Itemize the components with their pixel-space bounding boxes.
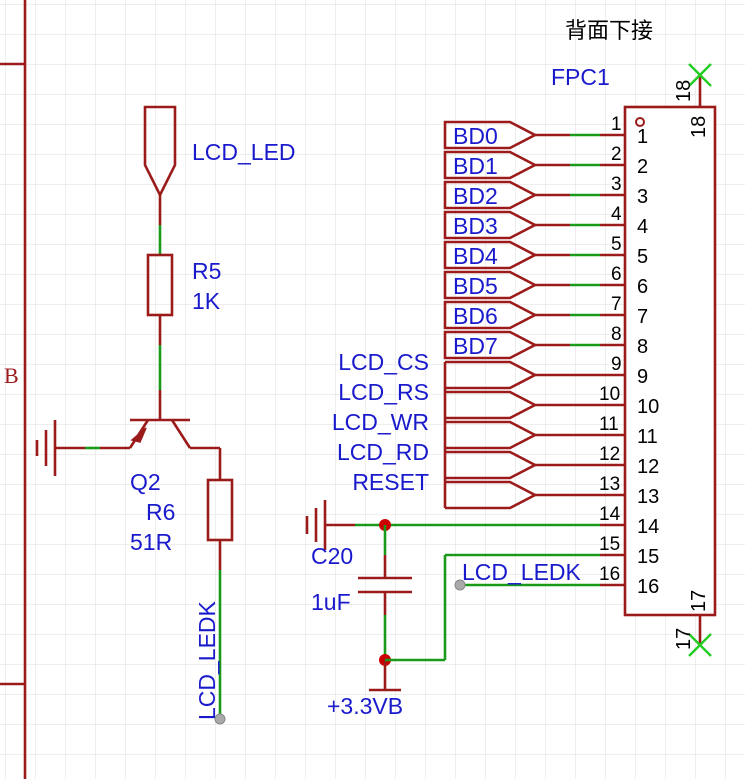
ground-symbol-q2 bbox=[35, 420, 57, 476]
bus-label-bd4: BD4 bbox=[453, 243, 498, 269]
ledk-net-vertical: LCD_LEDK bbox=[194, 600, 220, 720]
pin-4-outer-number: 4 bbox=[611, 204, 622, 225]
pin-1-outer-number: 1 bbox=[611, 114, 622, 135]
r6-value: 51R bbox=[130, 529, 172, 555]
pin-10-inner-number: 10 bbox=[637, 396, 659, 418]
bus-port-bd6: BD6 bbox=[443, 300, 625, 330]
no-connect-pin18 bbox=[688, 63, 712, 87]
pin-3-outer-number: 3 bbox=[611, 174, 622, 195]
pin-2-inner-number: 2 bbox=[637, 156, 648, 178]
pin-9-inner-number: 9 bbox=[637, 366, 648, 388]
bus-port-bd0: BD0 bbox=[443, 120, 625, 150]
pin-5-inner-number: 5 bbox=[637, 246, 648, 268]
pin17-outer-number: 17 bbox=[673, 628, 695, 650]
pin-14-inner-number: 14 bbox=[637, 516, 659, 538]
bus-label-bd7: BD7 bbox=[453, 333, 498, 359]
pin-7-outer-number: 7 bbox=[611, 294, 622, 315]
backlight-circuit: LCD_LED R5 1K Q2 R6 51R bbox=[35, 105, 296, 725]
bus-label-bd0: BD0 bbox=[453, 123, 498, 149]
control-port-lcd_rs: LCD_RS bbox=[338, 379, 625, 420]
pin-12-outer-number: 12 bbox=[599, 444, 620, 465]
pin-1-inner-number: 1 bbox=[637, 126, 648, 148]
bus-port-bd7: BD7 bbox=[443, 330, 625, 360]
ledk-net-horizontal: LCD_LEDK bbox=[462, 559, 582, 585]
net-flag-ledk-left bbox=[214, 713, 226, 725]
control-port-lcd_wr: LCD_WR bbox=[332, 409, 625, 450]
connector-body bbox=[623, 105, 717, 617]
lcd-led-power-port bbox=[143, 105, 177, 198]
no-connect-pin17 bbox=[688, 633, 712, 657]
pin-14-outer-number: 14 bbox=[599, 504, 621, 525]
pin18-outer-number: 18 bbox=[673, 80, 695, 102]
connector-designator: FPC1 bbox=[551, 64, 610, 90]
control-port-lcd_cs: LCD_CS bbox=[338, 349, 625, 390]
pin-11-outer-number: 11 bbox=[599, 414, 619, 435]
control-label-lcd_wr: LCD_WR bbox=[332, 409, 429, 435]
bus-port-bd4: BD4 bbox=[443, 240, 625, 270]
pin-15-inner-number: 15 bbox=[637, 546, 659, 568]
pin-6-outer-number: 6 bbox=[611, 264, 622, 285]
pin17-inner-number: 17 bbox=[688, 590, 710, 612]
c20-value: 1uF bbox=[311, 589, 351, 615]
bus-port-bd1: BD1 bbox=[443, 150, 625, 180]
pin-8-inner-number: 8 bbox=[637, 336, 648, 358]
pin-13-inner-number: 13 bbox=[637, 486, 659, 508]
bus-label-bd2: BD2 bbox=[453, 183, 498, 209]
pin-11-inner-number: 11 bbox=[637, 426, 658, 448]
frame-zone-label: B bbox=[4, 363, 19, 388]
pin-15-outer-number: 15 bbox=[599, 534, 620, 555]
mounting-note: 背面下接 bbox=[565, 19, 653, 44]
bus-label-bd6: BD6 bbox=[453, 303, 498, 329]
transistor-q2 bbox=[55, 418, 220, 450]
control-label-lcd_rs: LCD_RS bbox=[338, 379, 429, 405]
fpc-connector: 背面下接 FPC1 18 18 17 17 112233445566778899… bbox=[551, 19, 717, 657]
pin-5-outer-number: 5 bbox=[611, 234, 622, 255]
pin-10-outer-number: 10 bbox=[599, 384, 620, 405]
control-label-lcd_rd: LCD_RD bbox=[337, 439, 429, 465]
pin-2-outer-number: 2 bbox=[611, 144, 622, 165]
pin-6-inner-number: 6 bbox=[637, 276, 648, 298]
pin1-marker bbox=[635, 117, 645, 127]
pin18-inner-number: 18 bbox=[688, 116, 710, 138]
pin-13-outer-number: 13 bbox=[599, 474, 620, 495]
control-port-reset: RESET bbox=[352, 469, 625, 510]
bus-label-bd1: BD1 bbox=[453, 153, 498, 179]
sheet-frame: B bbox=[0, 0, 27, 779]
pin-12-inner-number: 12 bbox=[637, 456, 659, 478]
r5-ref: R5 bbox=[192, 258, 221, 284]
c20-ref: C20 bbox=[311, 543, 353, 569]
net-flag-ledk-right bbox=[454, 579, 466, 591]
pin-9-outer-number: 9 bbox=[611, 354, 622, 375]
bus-port-bd5: BD5 bbox=[443, 270, 625, 300]
pin-8-outer-number: 8 bbox=[611, 324, 622, 345]
supply-net-label: +3.3VB bbox=[327, 693, 403, 719]
lcd-led-net-label: LCD_LED bbox=[192, 139, 296, 165]
pin-3-inner-number: 3 bbox=[637, 186, 648, 208]
bus-port-bd2: BD2 bbox=[443, 180, 625, 210]
connector-pins: 1122334455667788991010111112121313141415… bbox=[599, 114, 659, 598]
control-port-lcd_rd: LCD_RD bbox=[337, 439, 625, 480]
control-label-reset: RESET bbox=[352, 469, 429, 495]
control-label-lcd_cs: LCD_CS bbox=[338, 349, 429, 375]
pin-7-inner-number: 7 bbox=[637, 306, 648, 328]
r6-ref: R6 bbox=[146, 499, 175, 525]
q2-ref: Q2 bbox=[130, 469, 161, 495]
bus-label-bd3: BD3 bbox=[453, 213, 498, 239]
decoupling-circuit: +3.3VB C20 1uF LCD_LEDK bbox=[305, 500, 625, 719]
bus-port-bd3: BD3 bbox=[443, 210, 625, 240]
r5-value: 1K bbox=[192, 288, 221, 314]
pin-16-inner-number: 16 bbox=[637, 576, 659, 598]
pin-16-outer-number: 16 bbox=[599, 564, 620, 585]
bus-label-bd5: BD5 bbox=[453, 273, 498, 299]
pin-4-inner-number: 4 bbox=[637, 216, 648, 238]
